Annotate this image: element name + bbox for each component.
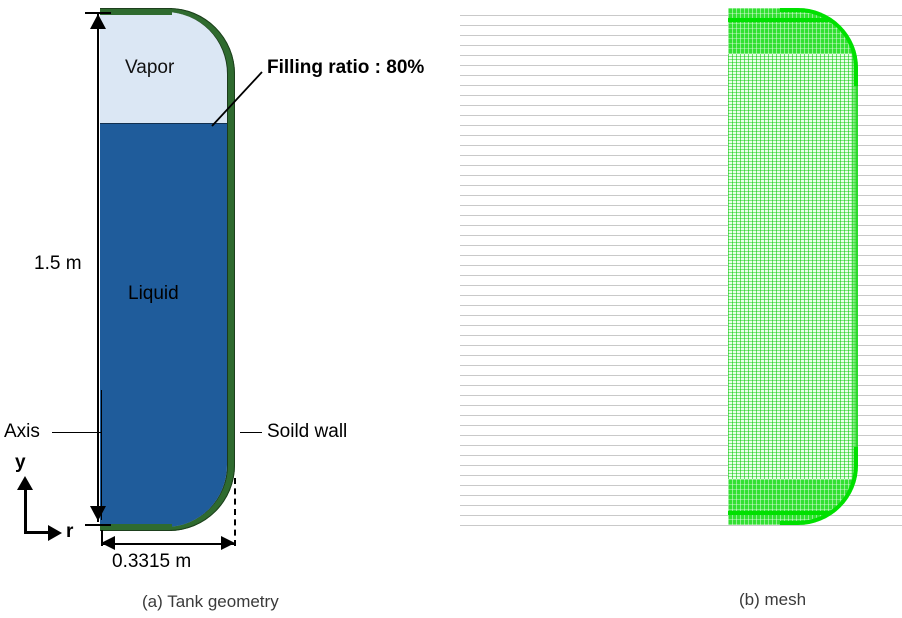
height-dimension-tick-top xyxy=(85,12,111,14)
coordinate-y-arrow-icon xyxy=(17,476,33,490)
mesh-boundary-band-top xyxy=(728,8,858,54)
arrow-down-icon xyxy=(90,506,106,521)
axis-annotation-label: Axis xyxy=(4,421,40,442)
liquid-region xyxy=(100,123,227,527)
coordinate-y-line xyxy=(24,488,27,533)
mesh-grid xyxy=(728,8,858,525)
panel-mesh xyxy=(460,0,902,618)
mesh-domain xyxy=(728,8,858,525)
tank-solid-wall xyxy=(100,8,235,531)
height-dimension-tick-bottom xyxy=(85,524,111,526)
mesh-edge-bottom xyxy=(728,511,830,515)
height-dimension-line xyxy=(97,14,99,522)
axis-leader-line xyxy=(52,432,102,433)
caption-mesh: (b) mesh xyxy=(739,590,807,609)
arrow-left-icon xyxy=(101,536,115,550)
solid-wall-annotation-label: Soild wall xyxy=(267,421,348,442)
extension-dashed-line xyxy=(234,478,236,546)
coordinate-r-arrow-icon xyxy=(48,525,62,541)
height-dimension-label: 1.5 m xyxy=(34,253,82,274)
caption-tank-geometry: (a) Tank geometry xyxy=(142,592,279,611)
coordinate-y-label: y xyxy=(15,452,26,473)
filling-ratio-leader-line xyxy=(211,71,263,127)
arrow-up-icon xyxy=(90,14,106,29)
solid-wall-leader-line xyxy=(240,432,262,433)
mesh-edge-top xyxy=(728,18,830,22)
liquid-region-label: Liquid xyxy=(128,283,179,304)
radius-dimension-label: 0.3315 m xyxy=(112,551,192,572)
vapor-region-label: Vapor xyxy=(125,57,175,78)
tank-interior xyxy=(100,12,228,527)
mesh-edge-right xyxy=(851,8,858,525)
coordinate-r-label: r xyxy=(66,521,74,542)
radius-dimension-line xyxy=(103,543,234,545)
arrow-right-icon xyxy=(221,536,235,550)
panel-tank-geometry: Vapor Liquid 1.5 m 0.3315 m Axis Soild w… xyxy=(4,8,425,572)
filling-ratio-label: Filling ratio : 80% xyxy=(267,57,425,78)
symmetry-axis-line xyxy=(101,390,102,520)
coordinate-r-line xyxy=(24,531,52,534)
mesh-boundary-band-bottom xyxy=(728,479,858,525)
